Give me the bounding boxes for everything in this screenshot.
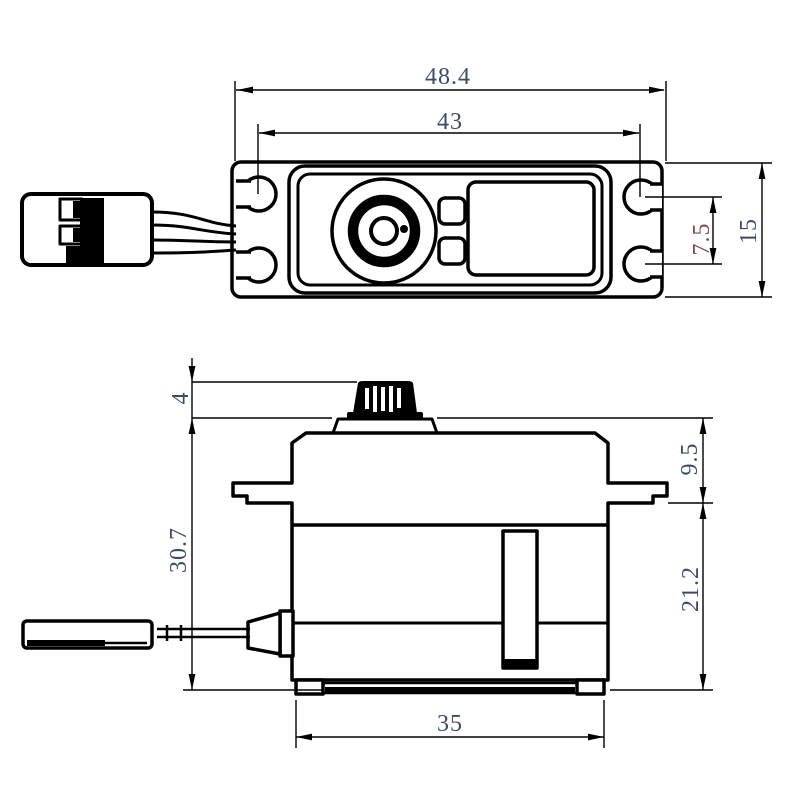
top-cover-inner (296, 172, 604, 287)
side-slot-base (504, 659, 536, 667)
lead-wires (151, 210, 237, 255)
strain-relief-boot (246, 611, 282, 656)
label-plate (466, 180, 596, 277)
boot-flange (278, 609, 295, 658)
output-gear (330, 177, 438, 285)
screw-boss-top (437, 196, 467, 226)
dim-base-lines (295, 700, 605, 748)
base-plate-fill (325, 687, 575, 692)
dim-case-width-label: 15 (736, 218, 762, 244)
dim-mount-span-label: 43 (437, 109, 463, 135)
hole-slot-top-right (650, 182, 662, 212)
foot-left (294, 678, 325, 696)
wire-2 (151, 223, 237, 236)
side-connector-contact (27, 640, 105, 646)
spline-groove-1 (365, 388, 369, 409)
spline-groove-2 (373, 386, 377, 412)
dim-upper-depth-label: 9.5 (677, 443, 703, 476)
hole-gap-bottom-left (234, 252, 249, 278)
flat-wire (157, 627, 250, 639)
gear-center-circle (369, 216, 399, 246)
hole-slot-bottom-right (650, 249, 662, 279)
hole-slot-top-left (236, 179, 251, 209)
screw-boss-bottom (437, 236, 467, 266)
dim-lower-depth-label: 21.2 (678, 566, 704, 612)
side-body-outline (231, 431, 669, 682)
dim-shaft-height-label: 4 (168, 392, 194, 405)
dim-case-width-arrows (758, 163, 766, 297)
dim-hole-spacing-label: 7.5 (689, 223, 715, 256)
mount-holes (234, 175, 662, 284)
dim-left-arrows (188, 366, 196, 690)
side-view: 4 30.7 9.5 21.2 35 (21, 358, 713, 748)
dim-overall-width-lines (234, 81, 667, 161)
hole-gap-top-left (234, 181, 249, 207)
spline-grooves (365, 386, 401, 412)
side-view-dimensions: 4 30.7 9.5 21.2 35 (166, 358, 713, 748)
dim-left-lines (183, 358, 713, 691)
dim-hole-spacing-arrows (709, 197, 717, 264)
shaft-collar (331, 417, 439, 435)
top-view-dimensions: 48.4 43 7.5 15 (234, 64, 772, 298)
connector-pin-2 (73, 228, 82, 242)
top-view: 48.4 43 7.5 15 (20, 64, 772, 299)
connector-plug (20, 192, 154, 267)
spline-groove-5 (397, 388, 401, 408)
connector-pin-1 (73, 201, 82, 218)
spline-groove-3 (381, 387, 385, 411)
dim-body-height-label: 30.7 (166, 527, 192, 573)
wire-exit (21, 609, 295, 658)
foot-right (575, 678, 606, 696)
connector-cell-3 (66, 246, 104, 263)
dim-mount-span-lines (257, 124, 641, 197)
wire-4 (151, 248, 237, 255)
gear-index-dot (400, 225, 408, 233)
spline-groove-4 (389, 386, 393, 412)
gear-ring (347, 194, 421, 268)
wire-crimp-marks (165, 625, 183, 641)
dim-base-length-label: 35 (437, 711, 463, 737)
side-slot (501, 529, 539, 670)
dim-right-lines (610, 418, 713, 691)
dim-case-width-lines (665, 162, 772, 298)
wire-3 (151, 238, 237, 244)
shaft-base (347, 412, 423, 420)
hole-slot-bottom-left (236, 250, 251, 280)
gear-outer-circle (330, 177, 438, 285)
dim-overall-width-label: 48.4 (425, 64, 471, 90)
wire-1 (151, 210, 237, 228)
output-shaft (331, 381, 439, 435)
base-plate-outline (321, 681, 579, 695)
